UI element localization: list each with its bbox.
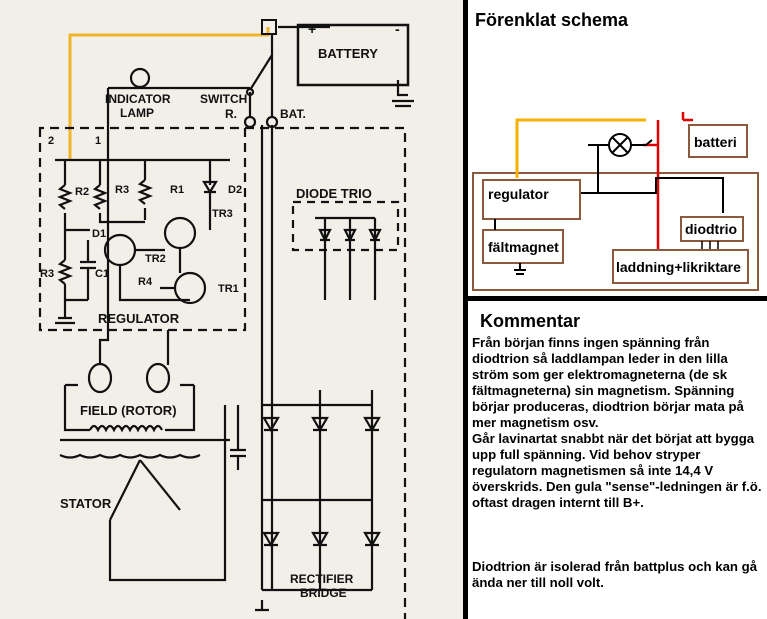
simplified-schematic: Förenklat schema batteri regulator fältm…	[468, 0, 767, 296]
svg-text:1: 1	[95, 135, 101, 147]
simplified-regulator-label: regulator	[488, 186, 549, 202]
bat-label: BAT.	[280, 107, 306, 121]
simplified-sense-wire	[515, 118, 646, 178]
field-brush-right	[145, 362, 171, 394]
stator-label: STATOR	[60, 496, 112, 511]
simplified-diode-trio-label: diodtrio	[685, 221, 737, 237]
regulator-label: REGULATOR	[98, 311, 180, 326]
svg-text:2: 2	[48, 135, 54, 147]
comment-title: Kommentar	[480, 311, 581, 331]
svg-text:R2: R2	[75, 186, 89, 198]
tr1-transistor	[173, 271, 207, 305]
field-brush-left	[87, 362, 113, 394]
ignition-switch	[249, 35, 274, 91]
svg-text:TR1: TR1	[218, 283, 239, 295]
svg-text:R1: R1	[170, 184, 184, 196]
field-rotor-label: FIELD (ROTOR)	[80, 403, 177, 418]
regulator-enclosure	[38, 126, 247, 332]
simplified-red-wire	[643, 112, 693, 250]
simplified-battery-box	[688, 124, 748, 158]
r3-lower-resistor	[57, 259, 73, 285]
r1-resistor	[137, 179, 153, 205]
switch-r-label: R.	[225, 107, 237, 121]
simplified-title: Förenklat schema	[475, 10, 629, 30]
battery-label: BATTERY	[318, 46, 378, 61]
svg-text:R4: R4	[138, 276, 153, 288]
horizontal-divider	[463, 296, 767, 301]
sense-wire	[68, 27, 270, 160]
vertical-divider	[463, 0, 468, 619]
battery-minus: -	[395, 21, 400, 37]
battery-box	[296, 23, 410, 87]
battery-plus: +	[308, 21, 316, 37]
svg-text:R3: R3	[115, 184, 129, 196]
simplified-charge-label: laddning+likriktare	[616, 259, 741, 275]
simplified-field-magnet-box	[482, 229, 564, 264]
comment-panel: Kommentar Från början finns ingen spänni…	[468, 301, 767, 619]
stator-winding	[59, 453, 201, 521]
comment-footer: Diodtrion är isolerad från battplus och …	[472, 559, 758, 590]
svg-text:D2: D2	[228, 184, 242, 196]
rotor-coil	[89, 424, 163, 433]
svg-text:D1: D1	[92, 228, 106, 240]
simplified-diode-trio-box	[680, 216, 744, 242]
svg-text:TR3: TR3	[212, 208, 233, 220]
simplified-battery-label: batteri	[694, 134, 737, 150]
svg-text:TR2: TR2	[145, 253, 166, 265]
simplified-frame	[472, 172, 759, 291]
svg-text:R3: R3	[40, 268, 54, 280]
r2-resistor	[57, 184, 73, 210]
tr3-transistor	[163, 216, 197, 250]
svg-text:C1: C1	[95, 268, 109, 280]
simplified-regulator-box	[482, 179, 581, 220]
tr2-transistor	[103, 233, 137, 267]
simplified-charge-box	[612, 249, 749, 284]
switch-label: SWITCH	[200, 92, 247, 106]
diode-trio-box	[291, 200, 400, 252]
diode-trio-label: DIODE TRIO	[296, 186, 372, 201]
c1-capacitor	[80, 260, 96, 270]
r3-resistor	[92, 184, 108, 210]
simplified-lamp-icon	[608, 133, 632, 157]
rectifier-diode-1	[262, 416, 280, 433]
indicator-lamp	[129, 67, 151, 89]
simplified-field-magnet-label: fältmagnet	[488, 239, 559, 255]
comment-body: Från början finns ingen spänning från di…	[472, 335, 762, 510]
rectifier-diode-4	[262, 531, 280, 548]
